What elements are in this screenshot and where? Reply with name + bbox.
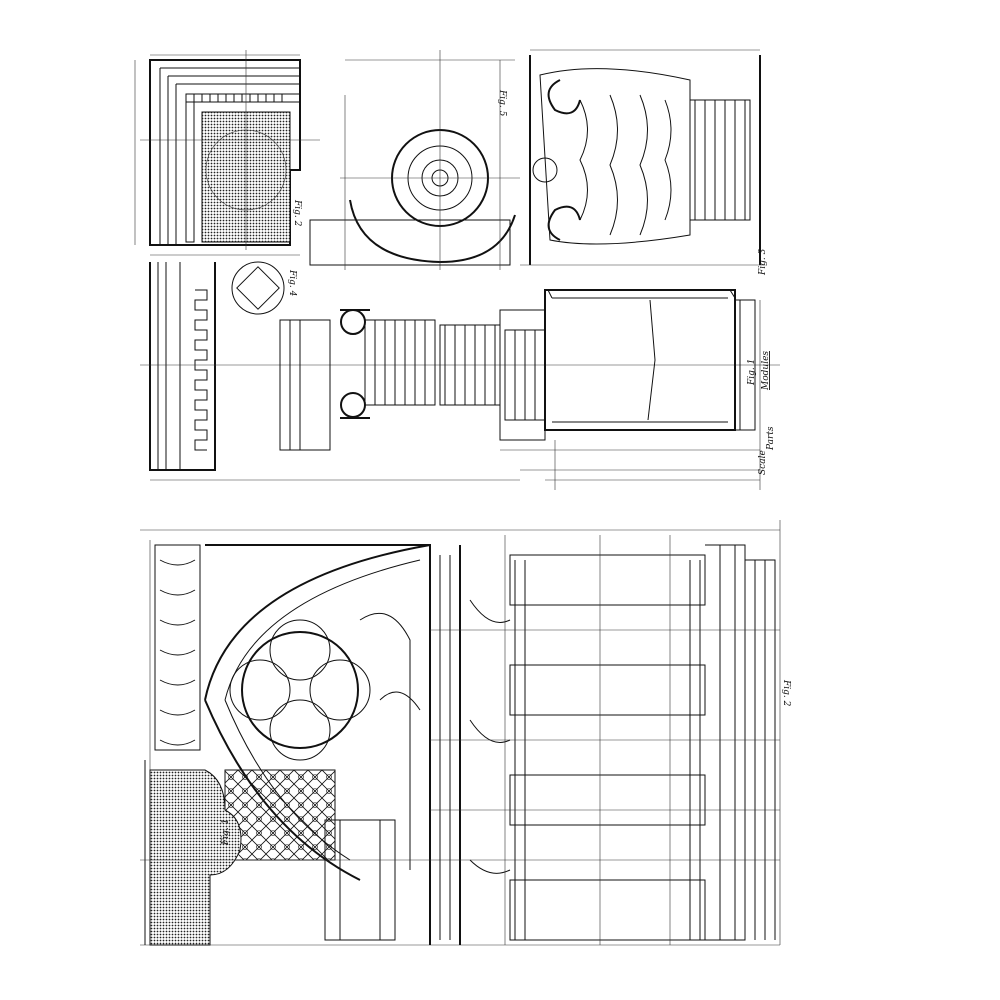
label-modules: Modules: [761, 351, 771, 391]
column-shaft: [500, 289, 761, 490]
moulding-profile: [144, 760, 242, 946]
ionic-column: [279, 309, 546, 451]
entablature-corner: [134, 50, 320, 256]
label-fig2-bottom: Fig. 2: [781, 679, 791, 707]
label-fig1-top: Fig. 1: [747, 359, 757, 386]
label-parts: Parts: [766, 426, 776, 451]
label-fig5-top: Fig. 5: [497, 89, 507, 117]
ionic-volute: [309, 50, 520, 270]
gothic-arch: [204, 544, 431, 940]
colonnade: [140, 535, 780, 945]
quatrefoil-tracery: [229, 619, 371, 761]
ornamental-frieze: [154, 544, 201, 751]
label-fig4-top: Fig. 4: [287, 269, 297, 297]
label-scale: Scale: [758, 450, 768, 475]
label-fig2-top: Fig. 2: [292, 199, 302, 227]
label-fig3-top: Fig. 3: [758, 248, 768, 276]
top-plate: Fig. 1 Modules Scale Parts Fig. 2 Fig. 3…: [134, 49, 780, 490]
bottom-plate: Fig. 1 Fig. 2: [140, 520, 791, 946]
corinthian-capital: [520, 49, 765, 266]
label-fig1-bottom: Fig. 1: [221, 819, 231, 846]
entablature-side: [140, 261, 780, 481]
